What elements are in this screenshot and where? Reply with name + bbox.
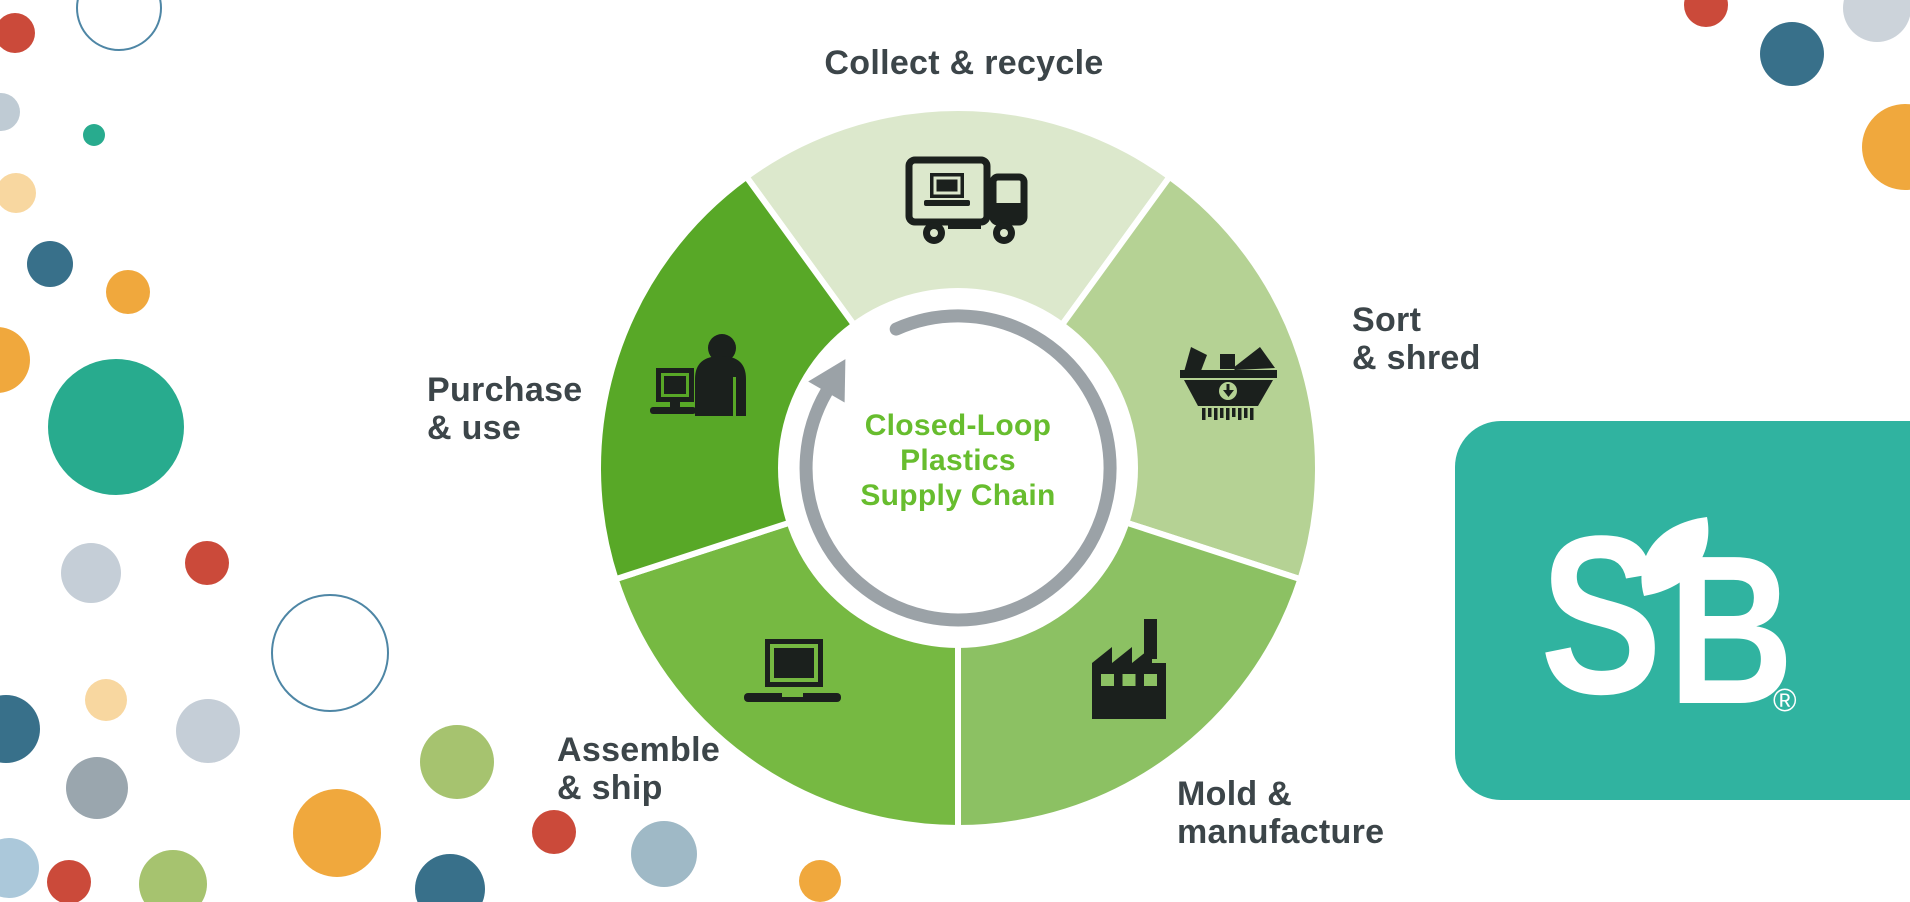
decor-dot: [1760, 22, 1824, 86]
label-assemble-ship: Assemble & ship: [557, 731, 720, 807]
shredder-basket-icon: [1180, 347, 1277, 420]
decor-dot: [85, 679, 127, 721]
label-line: Collect & recycle: [824, 44, 1104, 82]
label-line: Assemble: [557, 731, 721, 769]
decor-dot: [27, 241, 73, 287]
laptop-icon: [744, 639, 841, 702]
decor-dot: [66, 757, 128, 819]
decor-dot: [83, 124, 105, 146]
decor-dot: [185, 541, 229, 585]
decor-dot: [48, 359, 184, 495]
decor-dot: [176, 699, 240, 763]
circular-loop-arrow-icon: [799, 309, 1117, 627]
label-collect-recycle: Collect & recycle: [744, 44, 1184, 82]
decor-dot: [61, 543, 121, 603]
decor-dot: [0, 173, 36, 213]
decor-dot: [0, 13, 35, 53]
center-title-line: Closed-Loop: [864, 409, 1052, 442]
sb-logo-card: S B ®: [1455, 421, 1910, 800]
decor-dot: [106, 270, 150, 314]
label-purchase-use: Purchase & use: [427, 371, 582, 447]
decor-dot: [532, 810, 576, 854]
center-title-line: Plastics: [900, 444, 1016, 477]
label-line: Purchase: [427, 371, 583, 409]
wheel-inner-hub: [778, 288, 1138, 648]
registered-trademark-symbol: ®: [1773, 682, 1797, 718]
label-line: & use: [427, 409, 522, 447]
decor-dot: [0, 93, 20, 131]
decor-dot: [420, 725, 494, 799]
decor-dot: [47, 860, 91, 902]
decor-dot: [271, 594, 389, 712]
decor-dot: [631, 821, 697, 887]
decor-dot: [415, 854, 485, 902]
label-line: & ship: [557, 769, 663, 807]
leaf-icon: [1641, 517, 1709, 596]
label-sort-shred: Sort & shred: [1352, 301, 1481, 377]
decor-dot: [799, 860, 841, 902]
person-computer-icon: [650, 334, 746, 416]
wheel-center-title: Closed-Loop Plastics Supply Chain: [783, 408, 1133, 513]
decor-dot: [139, 850, 207, 902]
label-line: & shred: [1352, 339, 1481, 377]
truck-icon: [905, 156, 1028, 244]
label-line: manufacture: [1177, 813, 1385, 851]
decor-dot: [293, 789, 381, 877]
label-line: Sort: [1352, 301, 1422, 339]
sb-logo: S B ®: [1540, 488, 1797, 748]
factory-icon: [1092, 619, 1166, 719]
logo-letter-b: B: [1668, 511, 1794, 748]
logo-letter-s: S: [1540, 488, 1662, 741]
label-mold-manufacture: Mold & manufacture: [1177, 775, 1384, 851]
label-line: Mold &: [1177, 775, 1293, 813]
center-title-line: Supply Chain: [860, 479, 1056, 512]
